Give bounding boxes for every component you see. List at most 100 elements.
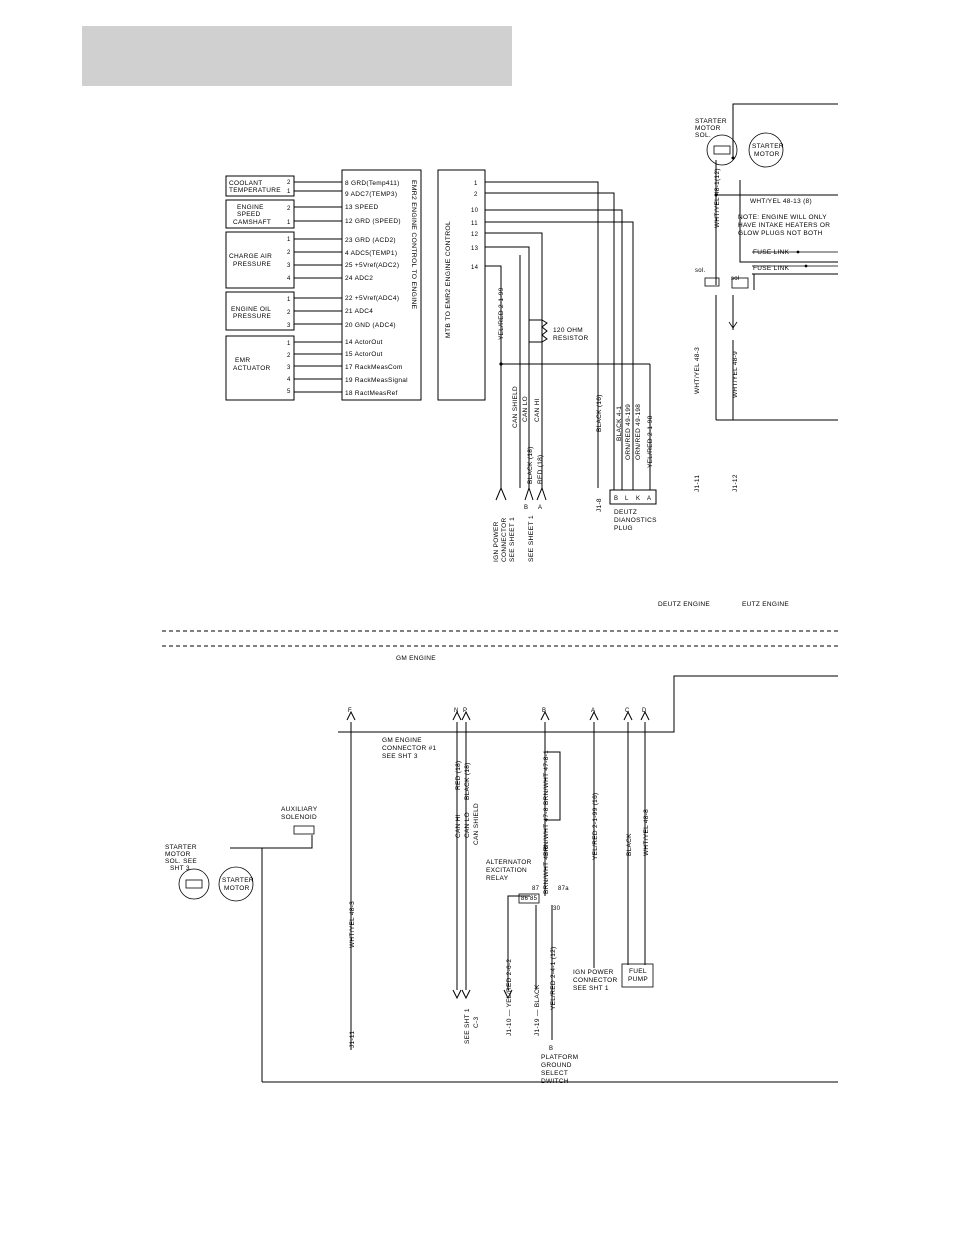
gm-connector-label-2: CONNECTOR #1 (382, 745, 436, 752)
wire-j1-11-bottom: J1-11 (349, 1031, 356, 1048)
svg-text:FUEL: FUEL (629, 968, 647, 975)
starter-motor-label-top-2: MOTOR (754, 151, 780, 158)
wire-can-hi-bottom: CAN HI (455, 814, 462, 838)
wire-yel-red-2-4-1: YEL/RED 2-4-1 (12) (550, 946, 557, 1010)
svg-text:TEMPERATURE: TEMPERATURE (229, 187, 281, 194)
connector-arrow-right (728, 321, 738, 329)
resistor-label-2: RESISTOR (553, 335, 589, 342)
svg-text:85: 85 (530, 896, 538, 902)
wire-can-shield-bottom: CAN SHIELD (473, 803, 480, 845)
wire-yel-red-98: YEL/RED 2-1-98 (647, 415, 654, 468)
platform-label-2: GROUND (541, 1062, 572, 1069)
emr2-title: EMR2 ENGINE CONTROL TO ENGINE (410, 180, 417, 310)
sol-coil-2 (731, 277, 749, 289)
svg-text:23 GRD (ACD2): 23 GRD (ACD2) (345, 237, 396, 244)
sol-coil-1 (704, 277, 720, 287)
svg-text:13 SPEED: 13 SPEED (345, 204, 378, 211)
svg-text:2: 2 (287, 180, 291, 186)
gm-connector-label-3: SEE SHT 3 (382, 753, 418, 760)
gm-connector-bus (230, 675, 838, 1083)
svg-text:SPEED: SPEED (237, 211, 261, 218)
wire-can-shield-top: CAN SHIELD (512, 386, 519, 428)
starter-sol-label-top-2: MOTOR (695, 125, 721, 132)
svg-text:30: 30 (553, 906, 561, 912)
starter-sol-circle-top (706, 134, 738, 166)
svg-text:19 RackMeasSignal: 19 RackMeasSignal (345, 377, 408, 384)
wire-wht-yel-48-3-top: WHT/YEL 48-3 (694, 347, 701, 394)
svg-text:MOTOR: MOTOR (165, 851, 191, 858)
sensor-group-charge-air: CHARGE AIR PRESSURE 1 2 3 4 (225, 231, 295, 289)
wire-black-18-bottom: BLACK (18) (464, 762, 471, 800)
svg-text:12 GRD (SPEED): 12 GRD (SPEED) (345, 218, 401, 225)
svg-text:RELAY: RELAY (486, 875, 509, 882)
svg-text:PRESSURE: PRESSURE (233, 313, 272, 320)
ign-power-top: IGN POWER (493, 521, 500, 562)
wire-black-16-top: BLACK (16) (596, 394, 603, 432)
svg-text:20 GND (ADC4): 20 GND (ADC4) (345, 322, 396, 329)
sensor-group-oil-pressure: ENGINE OIL PRESSURE 1 2 3 (225, 291, 295, 331)
svg-text:COOLANT: COOLANT (229, 180, 263, 187)
svg-text:14 ActorOut: 14 ActorOut (345, 339, 383, 346)
sensor-wires (294, 181, 342, 393)
svg-text:SHT 3: SHT 3 (170, 865, 190, 872)
svg-text:DIANOSTICS: DIANOSTICS (614, 517, 657, 524)
ign-power-top-3: SEE SHEET 1 (509, 517, 516, 562)
svg-text:1: 1 (287, 297, 291, 303)
sensor-group-engine-speed: ENGINE SPEED CAMSHAFT 2 1 (225, 199, 295, 229)
svg-text:9 ADC7(TEMP3): 9 ADC7(TEMP3) (345, 191, 397, 198)
fuse-link-label-1: FUSE LINK (753, 249, 790, 256)
svg-text:15 ActorOut: 15 ActorOut (345, 351, 383, 358)
mtb-wires (485, 181, 651, 490)
wire-black-c: BLACK (626, 833, 633, 856)
mtb-title: MTB TO EMR2 ENGINE CONTROL (445, 221, 452, 338)
svg-text:2: 2 (287, 206, 291, 212)
mtb-box: MTB TO EMR2 ENGINE CONTROL 1 2 10 11 12 … (437, 169, 486, 401)
svg-text:MOTOR: MOTOR (224, 885, 250, 892)
fuel-pump: FUEL PUMP (621, 963, 654, 988)
gm-pin-n: N (454, 708, 459, 714)
svg-text:87a: 87a (558, 886, 569, 892)
svg-text:1: 1 (287, 189, 291, 195)
svg-text:10: 10 (471, 208, 479, 214)
svg-text:13: 13 (471, 246, 479, 252)
deutz-diagnostics-plug: B L K A DEUTZ DIANOSTICS PLUG (609, 489, 657, 532)
right-wiring (715, 103, 838, 421)
platform-label-4: DWITCH (541, 1078, 569, 1085)
svg-text:2: 2 (287, 250, 291, 256)
svg-text:ACTUATOR: ACTUATOR (233, 365, 271, 372)
wire-can-hi-top: CAN HI (534, 398, 541, 422)
starter-motor-label-top: STARTER (752, 143, 784, 150)
ign-power-top-2: CONNECTOR (501, 518, 508, 562)
wire-black-j1-19: J1-19 — BLACK (534, 984, 541, 1036)
svg-text:1: 1 (474, 181, 478, 187)
sol-label-2: sol (731, 276, 740, 282)
svg-text:A: A (647, 496, 651, 502)
starter-motor-circle-top (748, 132, 784, 168)
svg-text:STARTER: STARTER (222, 877, 254, 884)
wire-wht-yel-48-12: WHT/YEL 48-1(12) (714, 168, 721, 228)
starter-motor-bottom: STARTER MOTOR SOL. SEE SHT 3 STARTER MOT… (165, 844, 254, 902)
svg-text:4 ADC5(TEMP1): 4 ADC5(TEMP1) (345, 250, 397, 257)
starter-sol-coil-top (713, 145, 731, 155)
wire-brn-wht-2: BRN/WHT 47-8 (543, 807, 550, 856)
wire-orn-red-199: ORN/RED 49-199 (625, 404, 632, 460)
wire-j1-8: J1-8 (596, 498, 603, 512)
svg-text:ALTERNATOR: ALTERNATOR (486, 859, 532, 866)
svg-text:EXCITATION: EXCITATION (486, 867, 527, 874)
svg-text:PLUG: PLUG (614, 525, 633, 532)
svg-text:17 RackMeasCom: 17 RackMeasCom (345, 364, 403, 371)
sensor-group-emr-actuator: EMR ACTUATOR 1 2 3 4 5 (225, 335, 295, 401)
gm-connector-label: GM ENGINE (382, 737, 422, 744)
svg-text:3: 3 (287, 323, 291, 329)
fuse-link-label-2: FUSE LINK (753, 265, 790, 272)
gm-pin-p: P (463, 708, 467, 714)
wire-black-18-top: BLACK (18) (527, 446, 534, 484)
svg-text:3: 3 (287, 263, 291, 269)
bottom-arrows (346, 710, 650, 1000)
wire-wht-yel-48-9: WHT/YEL 48-9 (732, 351, 739, 398)
gm-engine-label: GM ENGINE (396, 655, 436, 662)
ign-power-bottom-2: CONNECTOR (573, 977, 617, 984)
svg-text:B: B (614, 496, 618, 502)
svg-text:2: 2 (287, 353, 291, 359)
